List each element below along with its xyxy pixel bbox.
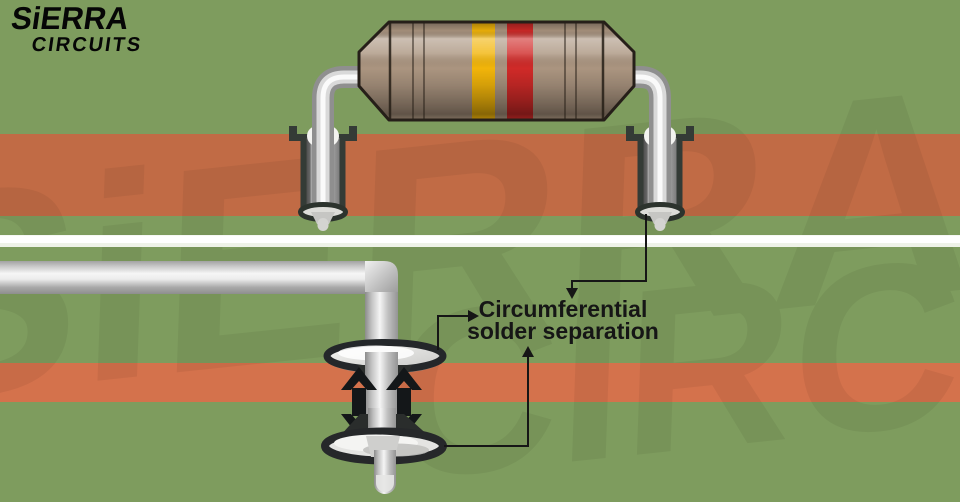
brand-subname: CIRCUITS [30,34,144,56]
resistor [357,20,636,122]
annotation-label-line2: solder separation [467,318,659,344]
left-pad-tab-outer [289,126,297,141]
resistor-outline [357,20,636,122]
brand-name: SiERRA [8,0,132,37]
lead-horizontal-run [0,261,373,294]
resistor-lead-left [312,66,379,213]
divider-highlight [0,235,960,243]
board-divider [0,235,960,247]
left-lead-tip [317,218,329,231]
bottom-copper-layer [0,363,960,402]
lead-bend-corner [365,261,398,294]
component-lead-bottom [0,261,398,354]
right-separation-arrow-shaft [397,388,411,416]
bottom-solder-fillet [321,408,447,494]
right-barrel-shadow [643,138,648,210]
left-separation-arrow-shaft [352,388,366,416]
brand-logo: SiERRA CIRCUITS [6,0,148,56]
right-separation-arrow-up [386,367,422,390]
arrowhead-down-icon [566,288,578,299]
arrowhead-right-icon [468,310,479,322]
left-separation-arrow-up [341,367,377,390]
resistor-shading [359,22,634,120]
arrowhead-up-icon [522,346,534,357]
left-barrel-shadow [306,138,311,210]
right-pad-tab-outer [686,126,694,141]
left-barrel-exit [298,202,348,231]
leader-from-right-barrel [566,214,647,299]
left-pad-tab-inner [349,126,357,141]
annotation-label-line1: Circumferential [478,296,648,322]
leader-from-bottom-fillet [444,346,534,447]
right-lead-tip [654,218,666,231]
right-pad-tab-inner [626,126,634,141]
right-barrel-exit [635,202,685,231]
annotation-arrows [437,214,647,447]
leader-from-top-pad [437,310,479,350]
resistor-lead-right [613,66,671,213]
lead-tip-highlight [376,475,394,492]
annotation-label: Circumferential solder separation [467,296,659,344]
top-copper-layer [0,134,960,216]
